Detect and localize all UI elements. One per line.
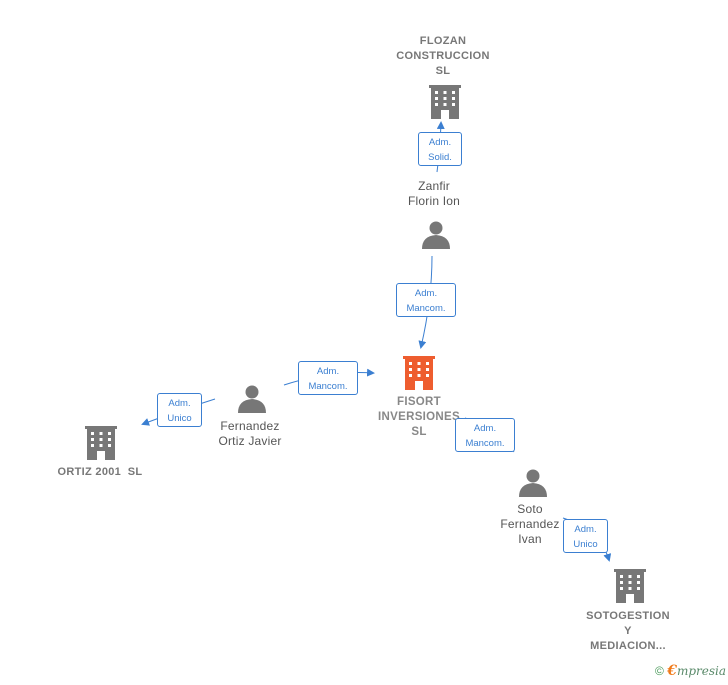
soto-person-icon[interactable]	[519, 469, 547, 498]
relation-line: Unico	[573, 539, 598, 550]
flozan-label-line: CONSTRUCCION	[396, 50, 490, 62]
relation-line: Adm.	[428, 137, 452, 148]
zanfir-label-line: Florin Ion	[407, 194, 461, 208]
relation-line: Adm.	[473, 423, 497, 434]
sotogestion-label-line: SOTOGESTION	[586, 610, 670, 622]
zanfir-person-icon[interactable]	[422, 221, 450, 250]
ortiz2001-label-line: ORTIZ 2001 SL	[57, 466, 143, 478]
fisort-label-line: INVERSIONES	[378, 411, 460, 423]
flozan-label-line: FLOZAN	[419, 35, 467, 47]
relation-zanfir-fisort[interactable]: Adm. Mancom.	[396, 283, 456, 317]
relation-soto-fisort[interactable]: Adm. Mancom.	[455, 418, 515, 452]
sotogestion-label-line: MEDIACION...	[590, 640, 666, 652]
copyright-icon: ©	[655, 664, 664, 678]
sotogestion-building-icon[interactable]	[614, 569, 646, 603]
ortiz2001-building-icon[interactable]	[85, 426, 117, 460]
relation-fernandez-ortiz[interactable]: Adm. Unico	[157, 393, 202, 427]
relation-soto-sotogestion[interactable]: Adm. Unico	[563, 519, 608, 553]
brand-logo-text: mpresia	[676, 664, 726, 678]
relation-fernandez-fisort[interactable]: Adm. Mancom.	[298, 361, 358, 395]
fernandez-label[interactable]: Fernandez Ortiz Javier	[195, 419, 305, 449]
flozan-building-icon[interactable]	[429, 85, 461, 119]
brand-logo-mark: €	[667, 663, 677, 679]
relation-line: Unico	[167, 413, 192, 424]
fisort-label[interactable]: FISORT INVERSIONES SL	[359, 395, 479, 440]
soto-label-line: Ivan	[518, 532, 542, 546]
sotogestion-label[interactable]: SOTOGESTION Y MEDIACION...	[568, 609, 688, 654]
sotogestion-label-line: Y	[624, 625, 632, 637]
relation-line: Adm.	[316, 366, 340, 377]
soto-label-line: Soto	[517, 502, 543, 516]
flozan-label-line: SL	[435, 65, 451, 77]
fernandez-label-line: Fernandez	[220, 419, 280, 433]
relation-line: Mancom.	[406, 303, 446, 314]
fernandez-person-icon[interactable]	[238, 385, 266, 414]
fisort-label-line: SL	[411, 426, 427, 438]
relation-line: Solid.	[428, 152, 452, 163]
soto-label[interactable]: Soto Fernandez Ivan	[480, 502, 580, 547]
relation-line: Adm.	[168, 398, 191, 409]
ortiz2001-label[interactable]: ORTIZ 2001 SL	[40, 465, 160, 480]
fisort-label-line: FISORT	[397, 396, 441, 408]
fernandez-label-line: Ortiz Javier	[218, 434, 282, 448]
zanfir-label[interactable]: Zanfir Florin Ion	[384, 179, 484, 209]
soto-label-line: Fernandez	[500, 517, 560, 531]
flozan-label[interactable]: FLOZAN CONSTRUCCION SL	[380, 34, 506, 79]
relation-line: Adm.	[414, 288, 438, 299]
relation-line: Mancom.	[308, 381, 348, 392]
brand-footer: © €mpresia	[655, 663, 726, 679]
zanfir-label-line: Zanfir	[418, 179, 450, 193]
relation-zanfir-flozan[interactable]: Adm. Solid.	[418, 132, 462, 166]
relation-line: Adm.	[574, 524, 597, 535]
fisort-building-icon[interactable]	[403, 356, 435, 390]
relation-line: Mancom.	[465, 438, 505, 449]
